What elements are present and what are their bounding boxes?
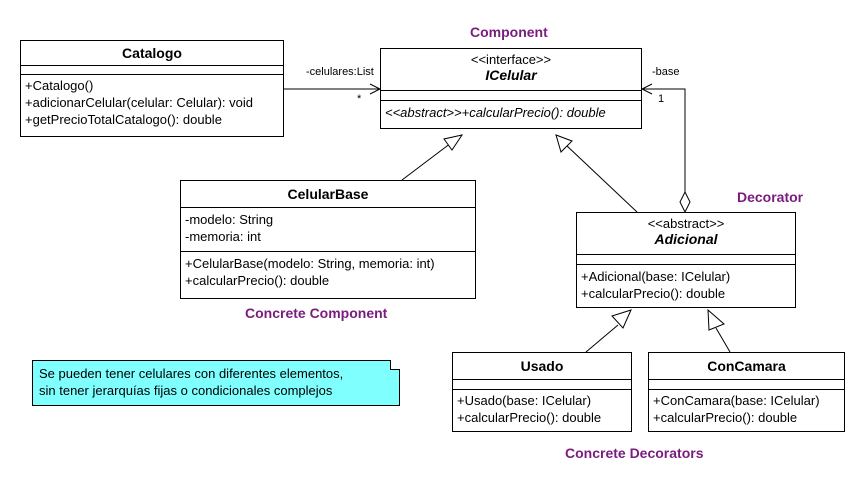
stereotype: <<interface>> [470, 52, 552, 67]
methods-section: +Adicional(base: ICelular) +calcularPrec… [577, 265, 795, 302]
attributes-section [21, 66, 283, 75]
stereotype: <<abstract>> [647, 216, 725, 231]
triangle-usado [611, 309, 632, 329]
celulares-multiplicity: * [357, 93, 362, 105]
method: +ConCamara(base: ICelular) [653, 393, 820, 408]
method: +Catalogo() [25, 78, 94, 93]
generalization-concamara [715, 327, 731, 353]
note-fold-corner [390, 360, 400, 370]
aggregation-base [642, 88, 686, 192]
class-name: ConCamara [707, 358, 786, 374]
attributes-section [577, 255, 795, 265]
triangle-adicional [555, 134, 573, 153]
celulares-role-label: -celulares:List [306, 66, 374, 78]
generalization-adicional [565, 144, 638, 213]
base-multiplicity: 1 [658, 93, 665, 105]
class-concamara[interactable]: ConCamara +ConCamara(base: ICelular) +ca… [648, 352, 845, 432]
role-concrete-component: Concrete Component [245, 305, 388, 321]
class-usado[interactable]: Usado +Usado(base: ICelular) +calcularPr… [452, 352, 632, 432]
class-adicional[interactable]: <<abstract>> Adicional +Adicional(base: … [576, 212, 796, 308]
class-name: ICelular [485, 67, 537, 83]
aggregation-arrowhead [640, 83, 653, 95]
methods-section: +ConCamara(base: ICelular) +calcularPrec… [649, 390, 844, 426]
method: +calcularPrecio(): double [581, 286, 726, 301]
note-line: sin tener jerarquías fijas o condicional… [39, 383, 333, 398]
method: +Adicional(base: ICelular) [581, 269, 731, 284]
methods-section: +CelularBase(modelo: String, memoria: in… [181, 252, 475, 289]
generalization-celularbase [401, 142, 452, 181]
attribute: -modelo: String [185, 212, 274, 227]
triangle-celularbase [443, 134, 464, 151]
role-component: Component [470, 24, 548, 40]
method: +getPrecioTotalCatalogo(): double [25, 112, 222, 127]
role-decorator: Decorator [737, 189, 804, 205]
method: +Usado(base: ICelular) [457, 393, 592, 408]
note[interactable]: Se pueden tener celulares con diferentes… [32, 360, 400, 406]
class-catalogo[interactable]: Catalogo +Catalogo() +adicionarCelular(c… [20, 40, 284, 137]
methods-section: +Catalogo() +adicionarCelular(celular: C… [21, 75, 283, 128]
class-name: Adicional [654, 231, 718, 247]
method: <<abstract>>+calcularPrecio(): double [385, 105, 606, 120]
attributes-section: -modelo: String -memoria: int [181, 208, 475, 252]
attributes-section [381, 91, 641, 101]
method: +calcularPrecio(): double [185, 273, 330, 288]
class-name: CelularBase [287, 186, 369, 202]
methods-section: <<abstract>>+calcularPrecio(): double [381, 101, 641, 121]
class-name: Usado [520, 358, 564, 374]
methods-section: +Usado(base: ICelular) +calcularPrecio()… [453, 390, 631, 426]
aggregation-diamond [679, 190, 691, 214]
class-icelular[interactable]: <<interface>> ICelular <<abstract>>+calc… [380, 48, 642, 129]
method: +adicionarCelular(celular: Celular): voi… [25, 95, 253, 110]
method: +calcularPrecio(): double [653, 410, 798, 425]
generalization-usado [585, 324, 619, 353]
role-concrete-decorators: Concrete Decorators [565, 445, 704, 461]
class-celularbase[interactable]: CelularBase -modelo: String -memoria: in… [180, 180, 476, 299]
attribute: -memoria: int [185, 229, 261, 244]
method: +calcularPrecio(): double [457, 410, 602, 425]
method: +CelularBase(modelo: String, memoria: in… [185, 256, 435, 271]
triangle-concamara [707, 308, 725, 331]
note-line: Se pueden tener celulares con diferentes… [39, 366, 344, 381]
class-name: Catalogo [122, 45, 182, 61]
attributes-section [453, 380, 631, 390]
attributes-section [649, 380, 844, 390]
base-role-label: -base [652, 66, 680, 78]
